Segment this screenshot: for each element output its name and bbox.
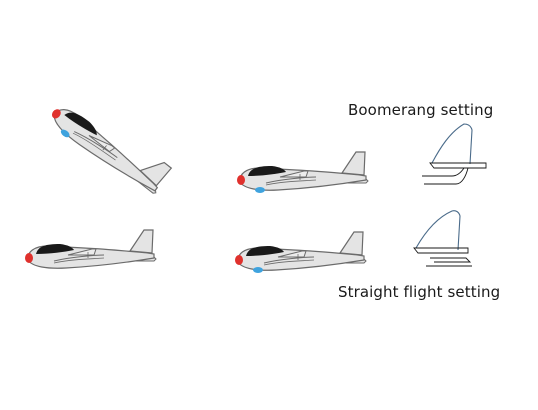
glider-boomerang-level: [236, 151, 369, 193]
tail-straight-detail: [413, 210, 472, 267]
straight-flight-setting-label: Straight flight setting: [338, 283, 501, 301]
boomerang-setting-label: Boomerang setting: [348, 101, 494, 119]
glider-plain: [24, 229, 157, 269]
glider-straight-level: [234, 231, 367, 273]
glider-climbing: [46, 88, 175, 201]
tail-boomerang-detail: [422, 123, 487, 185]
